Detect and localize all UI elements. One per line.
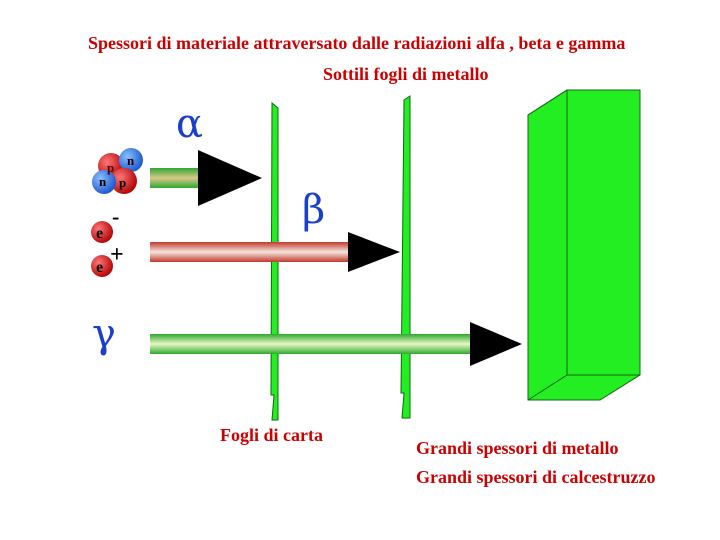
alpha-beam (150, 150, 262, 206)
beta-particles: e - e + (91, 204, 124, 277)
thick-metal-label: Grandi spessori di metallo (416, 438, 619, 458)
neutron-label: n (99, 174, 107, 189)
paper-label: Fogli di carta (220, 425, 323, 445)
thin-metal-label: Sottili fogli di metallo (323, 64, 489, 84)
thick-concrete-label: Grandi spessori di calcestruzzo (416, 467, 656, 487)
gamma-beam (150, 322, 522, 366)
beta-beam (150, 232, 400, 272)
minus-sign: - (112, 204, 119, 229)
proton-label: p (119, 175, 126, 190)
beta-symbol: β (302, 187, 326, 233)
gamma-symbol: γ (92, 311, 116, 357)
alpha-particle: n p n p (92, 148, 143, 194)
gamma-arrowhead (470, 322, 522, 366)
electron-label: e (96, 225, 103, 242)
beta-arrowhead (348, 232, 400, 272)
proton-label: p (107, 160, 114, 175)
alpha-arrowhead (198, 150, 262, 206)
alpha-symbol: α (176, 101, 204, 147)
plus-sign: + (110, 242, 124, 268)
thin-metal-sheet (400, 95, 411, 419)
diagram-title: Spessori di materiale attraversato dalle… (88, 33, 626, 53)
positron-label: e (96, 259, 103, 276)
neutron-label: n (127, 153, 135, 168)
thick-block (527, 89, 641, 401)
